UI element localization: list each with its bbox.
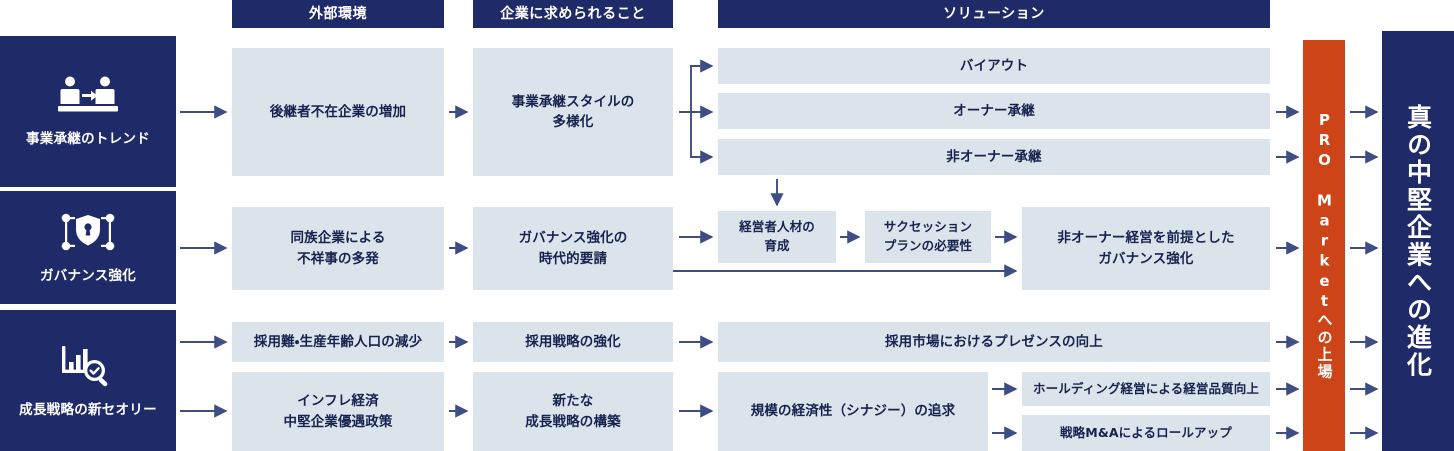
external-box-3[interactable]: 採用難・生産年齢人口の減少 xyxy=(232,322,444,362)
outcome-label: 真の中堅企業への進化 xyxy=(1403,103,1433,379)
solution-box-executive-talent[interactable]: 経営者人材の 育成 xyxy=(718,211,836,263)
required-box-1[interactable]: 事業承継スタイルの 多様化 xyxy=(473,48,673,176)
solution-box-recruiting-presence[interactable]: 採用市場におけるプレゼンスの向上 xyxy=(718,322,1270,362)
column-header-required: 企業に求められること xyxy=(473,0,673,28)
solution-box-scale-economy[interactable]: 規模の経済性（シナジー）の追求 xyxy=(718,372,988,451)
column-header-solution: ソリューション xyxy=(718,0,1270,28)
solution-box-non-owner-succession[interactable]: 非オーナー承継 xyxy=(718,139,1270,175)
external-box-1[interactable]: 後継者不在企業の増加 xyxy=(232,48,444,176)
required-box-3[interactable]: 採用戦略の強化 xyxy=(473,322,673,362)
solution-box-strategic-ma-rollup[interactable]: 戦略M&Aによるロールアップ xyxy=(1022,415,1270,451)
category-growth[interactable]: 成長戦略の新セオリー xyxy=(0,310,176,451)
bar-chart-magnifier-icon xyxy=(58,342,118,388)
shield-keyhole-network-icon xyxy=(57,210,119,254)
required-box-4[interactable]: 新たな 成長戦略の構築 xyxy=(473,372,673,451)
solution-box-succession-plan[interactable]: サクセッション プランの必要性 xyxy=(865,211,991,263)
external-box-2[interactable]: 同族企業による 不祥事の多発 xyxy=(232,207,444,290)
category-succession[interactable]: 事業承継のトレンド xyxy=(0,36,176,187)
solution-box-owner-succession[interactable]: オーナー承継 xyxy=(718,93,1270,129)
column-header-external: 外部環境 xyxy=(232,0,444,28)
solution-box-holding-management[interactable]: ホールディング経営による経営品質向上 xyxy=(1022,372,1270,406)
external-box-4[interactable]: インフレ経済 中堅企業優遇政策 xyxy=(232,372,444,451)
category-governance[interactable]: ガバナンス強化 xyxy=(0,191,176,304)
solution-box-buyout[interactable]: バイアウト xyxy=(718,48,1270,84)
solution-box-non-owner-governance[interactable]: 非オーナー経営を前提とした ガバナンス強化 xyxy=(1022,207,1270,290)
pro-market-listing-bar[interactable]: PRO Marketへの上場 xyxy=(1303,40,1345,451)
pro-market-listing-label: PRO Marketへの上場 xyxy=(1315,110,1334,381)
category-governance-label: ガバナンス強化 xyxy=(39,268,137,285)
category-growth-label: 成長戦略の新セオリー xyxy=(19,402,157,419)
outcome-box[interactable]: 真の中堅企業への進化 xyxy=(1382,31,1454,451)
people-handover-icon xyxy=(57,75,119,117)
category-succession-label: 事業承継のトレンド xyxy=(26,131,150,148)
required-box-2[interactable]: ガバナンス強化の 時代的要請 xyxy=(473,207,673,290)
